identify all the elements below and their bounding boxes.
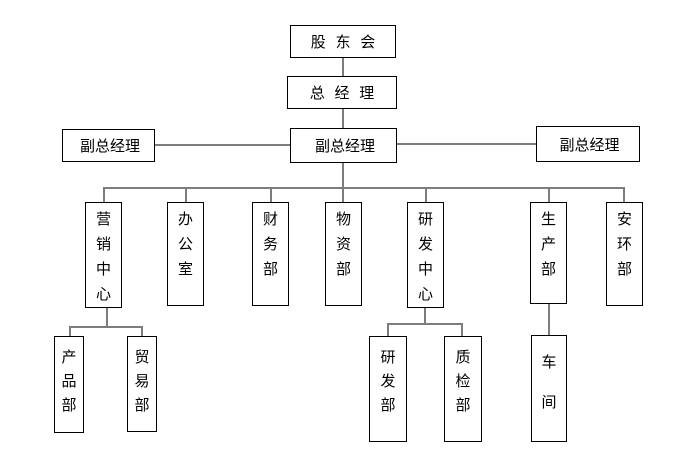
node-deputy-gm-right: 副总经理	[536, 126, 640, 162]
node-trade-dept-label: 贸易部	[134, 350, 150, 414]
node-rd-center-label: 研发中心	[418, 212, 434, 303]
connector-drop-quality	[461, 323, 463, 336]
connector-deputygm-right	[397, 143, 536, 145]
node-safety-env-dept: 安环部	[606, 202, 643, 306]
node-deputy-gm-right-label: 副总经理	[559, 137, 620, 154]
node-rd-dept-label: 研发部	[380, 350, 396, 414]
node-rd-dept: 研发部	[369, 336, 407, 442]
node-deputy-gm-center: 副总经理	[290, 128, 397, 163]
node-safety-env-dept-label: 安环部	[617, 212, 633, 278]
node-shareholders-label: 股 东 会	[310, 35, 379, 51]
node-product-dept: 产品部	[54, 336, 84, 433]
node-production-dept-label: 生产部	[541, 212, 557, 278]
connector-production-workshop	[548, 304, 550, 335]
node-office-label: 办公室	[178, 212, 194, 278]
connector-deputygm-left	[155, 144, 290, 146]
node-quality-dept: 质检部	[444, 336, 482, 442]
node-materials-dept: 物资部	[325, 202, 362, 306]
node-office: 办公室	[167, 202, 204, 306]
connector-deputygm-bus	[342, 163, 344, 187]
node-shareholders: 股 东 会	[290, 25, 396, 58]
node-marketing-center: 营销中心	[85, 202, 122, 308]
node-deputy-gm-left-label: 副总经理	[79, 139, 140, 155]
node-workshop-label: 车间	[541, 355, 557, 411]
connector-shareholders-gm	[342, 58, 344, 76]
node-rd-center: 研发中心	[407, 202, 444, 308]
connector-drop-production	[548, 187, 550, 202]
node-general-manager-label: 总 经 理	[309, 86, 378, 102]
node-production-dept: 生产部	[530, 202, 567, 304]
node-materials-dept-label: 物资部	[336, 212, 352, 278]
node-deputy-gm-center-label: 副总经理	[314, 139, 375, 155]
node-quality-dept-label: 质检部	[455, 350, 471, 414]
node-finance-dept: 财务部	[252, 202, 289, 306]
connector-drop-rd-dept	[387, 323, 389, 336]
node-workshop: 车间	[531, 335, 567, 442]
connector-gm-deputygm	[342, 109, 344, 128]
node-general-manager: 总 经 理	[287, 76, 397, 109]
connector-rd-sub-bus	[387, 323, 463, 325]
node-product-dept-label: 产品部	[61, 350, 77, 414]
connector-drop-marketing-center	[103, 187, 105, 202]
connector-rdcenter-subbus	[424, 306, 426, 323]
connector-department-bus	[103, 187, 625, 189]
connector-drop-safety-env	[623, 187, 625, 202]
connector-drop-rd-center	[425, 187, 427, 202]
node-marketing-center-label: 营销中心	[96, 212, 112, 303]
connector-drop-materials	[342, 187, 344, 202]
connector-drop-office	[185, 187, 187, 202]
connector-marketing-sub-bus	[69, 326, 143, 328]
node-finance-dept-label: 财务部	[263, 212, 279, 278]
connector-drop-product	[69, 326, 71, 336]
node-trade-dept: 贸易部	[127, 336, 157, 432]
connector-drop-trade	[141, 326, 143, 336]
connector-drop-finance	[270, 187, 272, 202]
node-deputy-gm-left: 副总经理	[62, 129, 155, 162]
